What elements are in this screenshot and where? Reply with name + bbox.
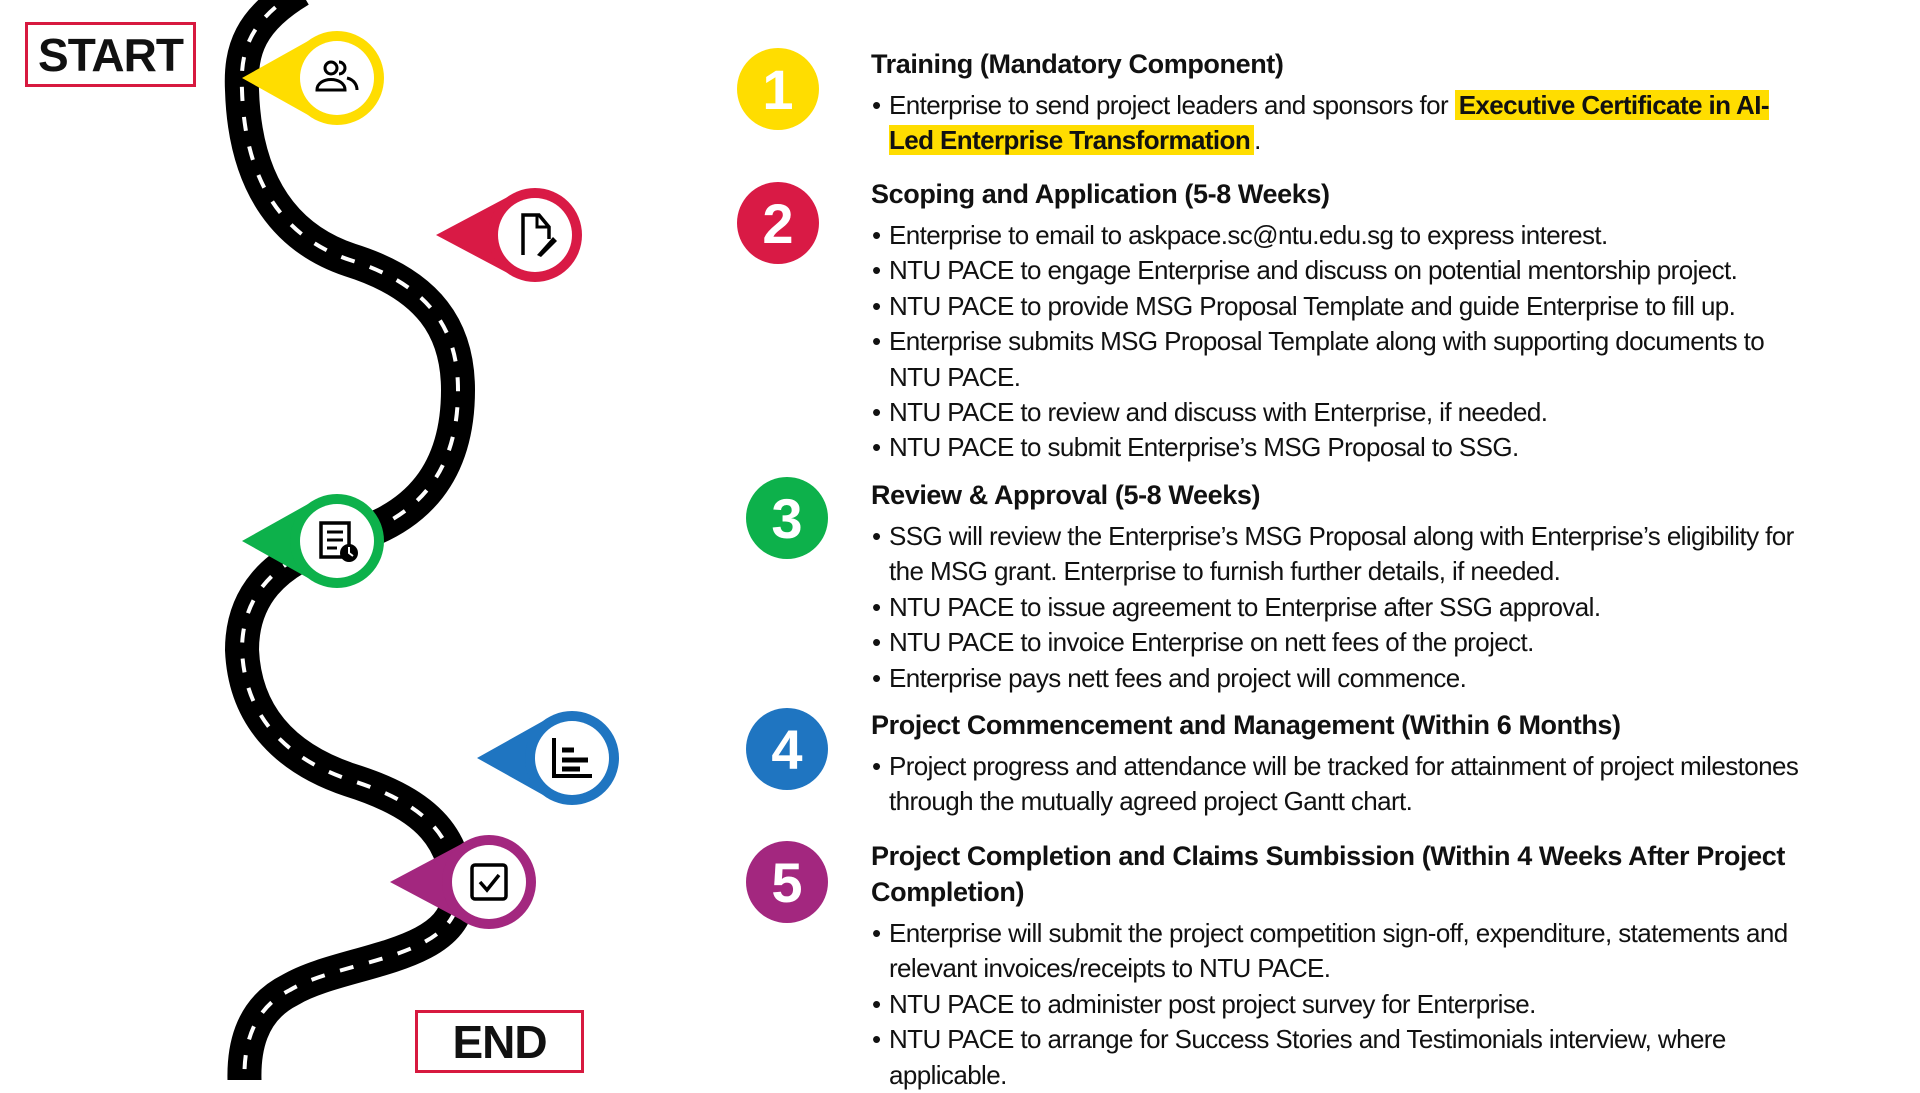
step-2-number-badge: 2 — [737, 182, 819, 264]
people-icon — [315, 60, 359, 92]
step-title: Training (Mandatory Component) — [871, 49, 1284, 79]
step-3-pin — [242, 494, 384, 588]
step-5-pin — [390, 835, 536, 929]
step-1-number-badge: 1 — [737, 48, 819, 130]
step-bullet: NTU PACE to administer post project surv… — [871, 987, 1801, 1023]
step-5-number-badge: 5 — [746, 841, 828, 923]
step-bullet: NTU PACE to review and discuss with Ente… — [871, 395, 1801, 431]
document-edit-icon — [521, 213, 557, 257]
step-bullet: NTU PACE to issue agreement to Enterpris… — [871, 590, 1801, 626]
bullet-text: Enterprise to send project leaders and s… — [889, 90, 1455, 120]
step-bullet: SSG will review the Enterprise’s MSG Pro… — [871, 519, 1801, 590]
step-title: Project Commencement and Management (Wit… — [871, 710, 1621, 740]
step-bullet: Enterprise submits MSG Proposal Template… — [871, 324, 1801, 395]
winding-road — [224, 0, 619, 1080]
step-bullet: Enterprise to email to askpace.sc@ntu.ed… — [871, 218, 1801, 254]
step-1-section: Training (Mandatory Component) Enterprise… — [871, 46, 1801, 159]
step-bullet: Enterprise pays nett fees and project wi… — [871, 661, 1801, 697]
step-5-section: Project Completion and Claims Sumbission… — [871, 838, 1801, 1093]
step-4-pin — [477, 711, 619, 805]
checkbox-icon — [470, 863, 508, 901]
step-4-section: Project Commencement and Management (Wit… — [871, 707, 1801, 820]
step-title: Scoping and Application (5-8 Weeks) — [871, 179, 1330, 209]
step-bullet: Enterprise to send project leaders and s… — [871, 88, 1801, 159]
step-bullet: NTU PACE to arrange for Success Stories … — [871, 1022, 1801, 1093]
step-2-section: Scoping and Application (5-8 Weeks) Enter… — [871, 176, 1801, 466]
road-centerline — [239, 0, 461, 1080]
step-title: Project Completion and Claims Sumbission… — [871, 841, 1785, 907]
end-label: END — [415, 1010, 584, 1073]
step-3-section: Review & Approval (5-8 Weeks) SSG will re… — [871, 477, 1801, 696]
document-clock-icon — [319, 521, 358, 562]
step-4-number-badge: 4 — [746, 708, 828, 790]
step-title: Review & Approval (5-8 Weeks) — [871, 480, 1261, 510]
step-2-pin — [436, 188, 582, 282]
bar-chart-icon — [552, 738, 592, 778]
step-bullet: NTU PACE to submit Enterprise’s MSG Prop… — [871, 430, 1801, 466]
bullet-period: . — [1254, 125, 1261, 156]
step-bullet: NTU PACE to provide MSG Proposal Templat… — [871, 289, 1801, 325]
step-bullet: NTU PACE to engage Enterprise and discus… — [871, 253, 1801, 289]
step-bullet: Project progress and attendance will be … — [871, 749, 1801, 820]
step-bullet: NTU PACE to invoice Enterprise on nett f… — [871, 625, 1801, 661]
start-label: START — [25, 22, 196, 87]
step-3-number-badge: 3 — [746, 477, 828, 559]
step-bullet: Enterprise will submit the project compe… — [871, 916, 1801, 987]
step-1-pin — [242, 31, 384, 125]
